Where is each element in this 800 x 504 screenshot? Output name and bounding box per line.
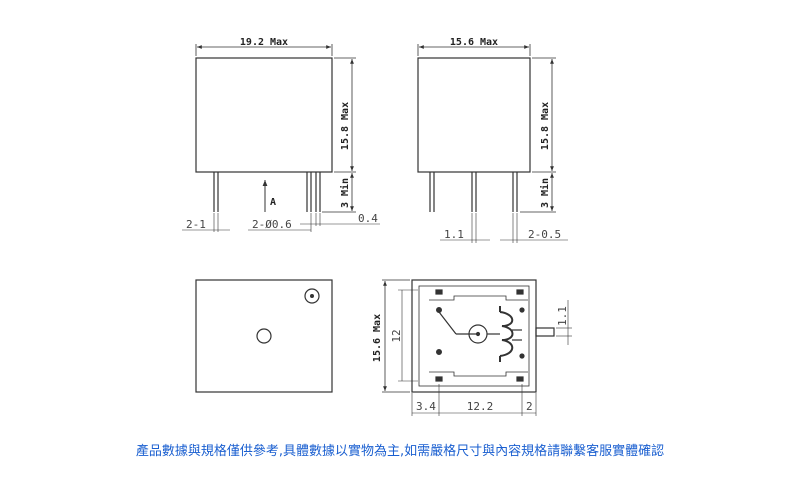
bottom-center-spacing-label: 12.2 xyxy=(467,400,494,413)
side-view xyxy=(417,44,568,243)
front-pin-pitch-label: 2-1 xyxy=(186,218,206,231)
front-pin-length-label: 3 Min xyxy=(339,178,351,208)
side-pin-pitch-label: 1.1 xyxy=(444,228,464,241)
side-pin-thickness-label: 2-0.5 xyxy=(528,228,561,241)
top-view-marker-circle xyxy=(304,288,320,304)
schematic-coil xyxy=(499,311,514,357)
front-width-label: 19.2 Max xyxy=(240,37,288,48)
disclaimer-caption: 產品數據與規格僅供參考,具體數據以實物為主,如需嚴格尺寸與內容規格請聯繫客服實體… xyxy=(135,444,665,459)
bottom-view-body xyxy=(411,279,537,393)
bottom-view xyxy=(382,279,572,416)
side-width-label: 15.6 Max xyxy=(450,37,498,48)
bottom-pin-width-label: 1.1 xyxy=(556,306,569,326)
top-view xyxy=(195,279,333,393)
front-height-label: 15.8 Max xyxy=(340,102,351,150)
front-view-body xyxy=(195,57,333,173)
front-pin-diameter-label: 2-Ø0.6 xyxy=(252,218,292,231)
top-view-body xyxy=(195,279,333,393)
bottom-right-offset-label: 2 xyxy=(526,400,533,413)
bottom-left-offset-label: 3.4 xyxy=(416,400,436,413)
side-height-label: 15.8 Max xyxy=(540,102,551,150)
view-marker-label: A xyxy=(270,197,276,208)
side-pin-length-label: 3 Min xyxy=(539,178,551,208)
top-view-center-hole xyxy=(256,328,272,344)
front-view xyxy=(182,44,380,232)
bottom-height-label: 15.6 Max xyxy=(372,314,383,362)
front-pin-offset-label: 0.4 xyxy=(358,212,378,225)
bottom-inner-height-label: 12 xyxy=(390,329,403,342)
side-view-body xyxy=(417,57,531,173)
